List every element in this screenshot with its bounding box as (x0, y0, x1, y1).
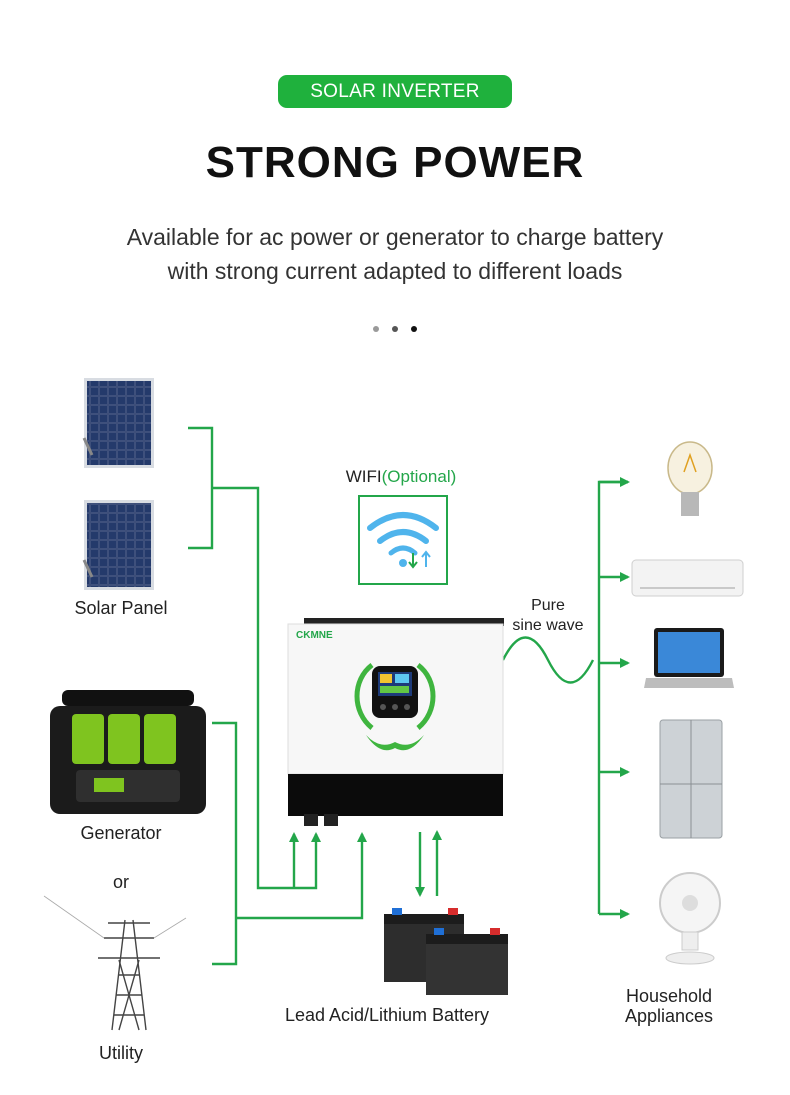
inverter-image (287, 618, 504, 826)
refrigerator-image (659, 719, 723, 839)
solar-bracket (188, 426, 214, 550)
air-conditioner-image (631, 559, 744, 597)
laptop-image (644, 628, 734, 688)
fan-image (659, 872, 721, 965)
subtitle-line-2: with strong current adapted to different… (167, 258, 623, 284)
output-label-line-1: Pure (531, 597, 565, 614)
category-badge: SOLAR INVERTER (278, 75, 512, 108)
or-label: or (113, 872, 129, 892)
wifi-down-arrow (408, 553, 418, 569)
output-label-line-2: sine wave (512, 617, 583, 634)
solar-to-inverter-line (212, 486, 321, 890)
page-title: STRONG POWER (205, 138, 585, 187)
green-hands-icon (366, 735, 424, 751)
battery-image (384, 908, 508, 995)
solar-panel-image-1 (82, 378, 154, 468)
carousel-dot-active (411, 326, 417, 332)
subtitle-line-1: Available for ac power or generator to c… (126, 224, 664, 250)
wifi-module-box (358, 495, 448, 585)
light-bulb-image (667, 441, 713, 516)
wifi-optional-text: (Optional) (382, 467, 457, 486)
carousel-dot (373, 326, 379, 332)
output-bus (597, 480, 628, 914)
carousel-dot (392, 326, 398, 332)
generator-image (50, 690, 206, 814)
loads-label-line-1: Household (626, 986, 712, 1006)
generator-to-inverter-line (212, 721, 238, 966)
utility-to-inverter-line (236, 832, 367, 920)
wifi-up-arrow (421, 550, 431, 567)
solar-panel-label: Solar Panel (74, 598, 167, 618)
wifi-dot (399, 559, 407, 567)
inverter-brand: CKMNE (296, 630, 333, 641)
utility-label: Utility (99, 1043, 143, 1063)
laurel-left-icon (354, 663, 374, 730)
solar-panel-image-2 (82, 500, 154, 590)
connection-lines (188, 426, 630, 966)
loads-label-line-2: Appliances (625, 1006, 713, 1026)
wifi-label: WIFI(Optional) (346, 467, 457, 486)
wifi-icon (367, 512, 439, 556)
utility-tower-image (43, 895, 187, 1031)
laurel-right-icon (416, 663, 436, 730)
generator-label: Generator (80, 823, 161, 843)
wifi-label-text: WIFI (346, 467, 382, 486)
carousel-dots[interactable] (373, 326, 417, 332)
sine-wave (501, 636, 595, 684)
battery-label: Lead Acid/Lithium Battery (285, 1005, 489, 1025)
